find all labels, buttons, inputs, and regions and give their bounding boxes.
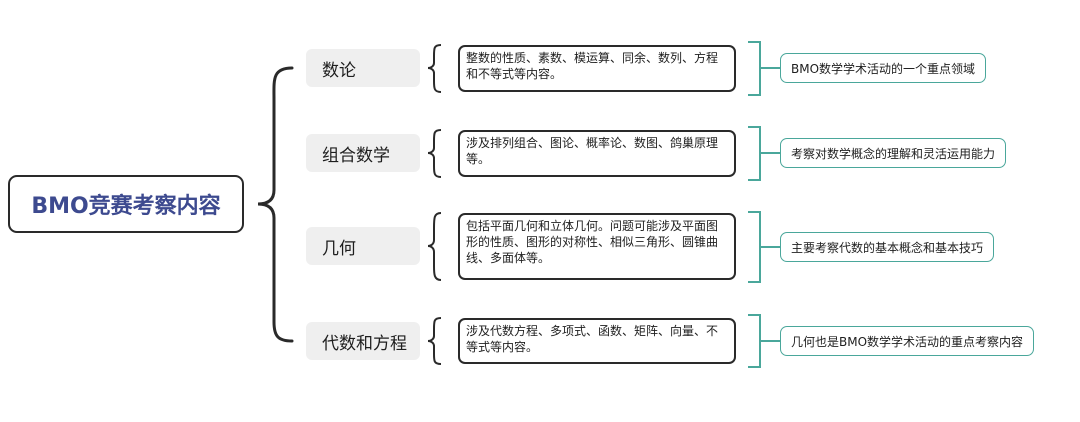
detail-box-1[interactable]: 整数的性质、素数、模运算、同余、数列、方程和不等式等内容。 — [458, 45, 736, 92]
note-box-2[interactable]: 考察对数学概念的理解和灵活运用能力 — [780, 138, 1007, 168]
topic-node-3[interactable]: 几何 — [306, 227, 420, 265]
detail-box-4[interactable]: 涉及代数方程、多项式、函数、矩阵、向量、不等式等内容。 — [458, 318, 736, 364]
topic-node-1[interactable]: 数论 — [306, 49, 420, 87]
bracket-2 — [748, 126, 780, 181]
bracket-3 — [748, 211, 780, 283]
bracket-4 — [748, 314, 780, 368]
brace-1 — [427, 44, 442, 93]
note-box-4[interactable]: 几何也是BMO数学学术活动的重点考察内容 — [780, 326, 1035, 356]
topic-node-2[interactable]: 组合数学 — [306, 134, 420, 172]
brace-2 — [427, 129, 442, 178]
detail-box-3[interactable]: 包括平面几何和立体几何。问题可能涉及平面图形的性质、图形的对称性、相似三角形、圆… — [458, 213, 736, 280]
root-node[interactable]: BMO竞赛考察内容 — [8, 175, 244, 233]
brace-4 — [427, 317, 442, 365]
bracket-1 — [748, 41, 780, 96]
root-brace — [257, 66, 294, 343]
topic-node-4[interactable]: 代数和方程 — [306, 322, 420, 360]
brace-3 — [427, 212, 442, 281]
detail-box-2[interactable]: 涉及排列组合、图论、概率论、数图、鸽巢原理等。 — [458, 130, 736, 177]
note-box-1[interactable]: BMO数学学术活动的一个重点领域 — [780, 53, 987, 83]
note-box-3[interactable]: 主要考察代数的基本概念和基本技巧 — [780, 232, 995, 262]
